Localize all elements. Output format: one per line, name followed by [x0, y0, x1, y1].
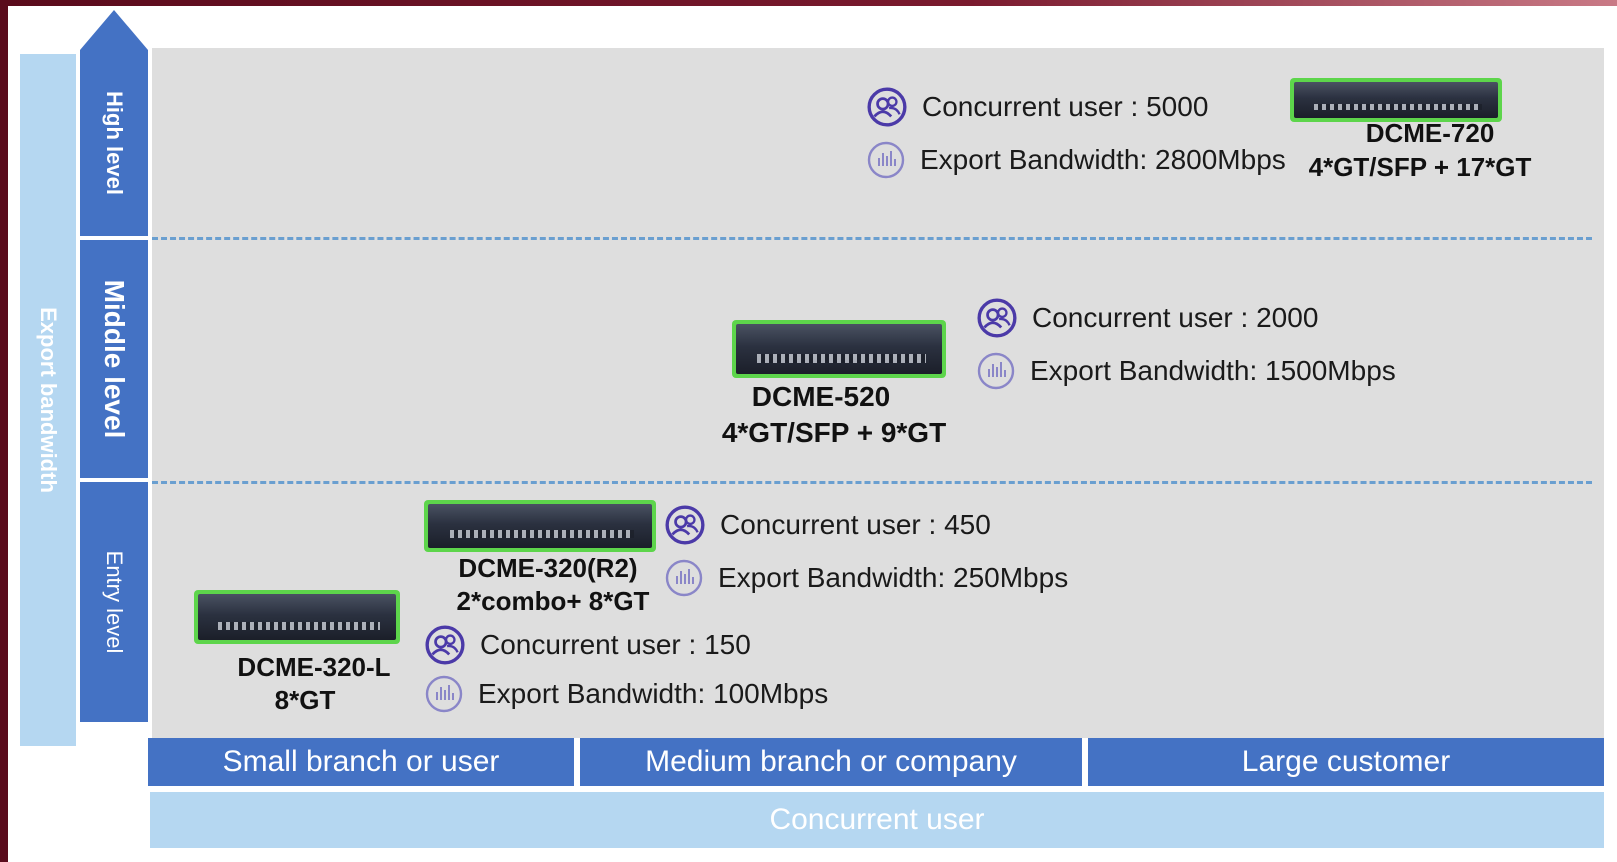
dcme720-bandwidth: Export Bandwidth: 2800Mbps — [866, 140, 1286, 180]
dcme520-users: Concurrent user : 2000 — [976, 297, 1318, 339]
bandwidth-icon — [867, 141, 905, 179]
category-large-customer: Large customer — [1088, 738, 1604, 786]
dcme320l-device-image — [194, 590, 400, 644]
dcme520-bandwidth-text: Export Bandwidth: 1500Mbps — [1030, 355, 1396, 386]
dcme320l-users-text: Concurrent user : 150 — [480, 629, 751, 660]
dcme520-device-image — [732, 320, 946, 378]
dcme520-name: DCME-520 — [751, 381, 891, 412]
users-icon — [425, 625, 465, 665]
users-icon — [665, 505, 705, 545]
bandwidth-icon — [665, 559, 703, 597]
frame-top-border — [0, 0, 1617, 6]
divider-high-middle — [152, 237, 1592, 240]
dcme320l-bandwidth: Export Bandwidth: 100Mbps — [424, 674, 828, 714]
dcme320r2-ports: 2*combo+ 8*GT — [456, 586, 650, 616]
dcme720-bandwidth-text: Export Bandwidth: 2800Mbps — [920, 144, 1286, 175]
users-icon — [977, 298, 1017, 338]
bandwidth-icon — [425, 675, 463, 713]
dcme320l-name: DCME-320-L — [237, 652, 391, 682]
dcme320r2-users: Concurrent user : 450 — [664, 504, 991, 546]
level-high: High level — [80, 50, 148, 236]
users-icon — [867, 87, 907, 127]
dcme320r2-name: DCME-320(R2) — [458, 553, 638, 583]
export-bandwidth-axis — [20, 54, 76, 746]
divider-middle-entry — [152, 481, 1592, 484]
dcme320l-bandwidth-text: Export Bandwidth: 100Mbps — [478, 678, 829, 709]
dcme320r2-bandwidth: Export Bandwidth: 250Mbps — [664, 558, 1068, 598]
bandwidth-icon — [977, 352, 1015, 390]
dcme720-device-image — [1290, 78, 1502, 122]
dcme720-ports: 4*GT/SFP + 17*GT — [1308, 152, 1532, 182]
level-entry: Entry level — [80, 482, 148, 722]
dcme520-bandwidth: Export Bandwidth: 1500Mbps — [976, 351, 1396, 391]
export-bandwidth-label: Export bandwidth — [36, 307, 61, 493]
level-entry-label: Entry level — [102, 550, 127, 654]
dcme520-ports: 4*GT/SFP + 9*GT — [721, 417, 947, 448]
dcme320l-users: Concurrent user : 150 — [424, 624, 751, 666]
dcme720-name: DCME-720 — [1365, 118, 1495, 148]
dcme720-users: Concurrent user : 5000 — [866, 86, 1208, 128]
level-high-label: High level — [102, 91, 127, 195]
dcme320r2-bandwidth-text: Export Bandwidth: 250Mbps — [718, 562, 1069, 593]
level-middle: Middle level — [80, 240, 148, 478]
frame-left-border — [0, 0, 8, 862]
concurrent-user-axis-label: Concurrent user — [150, 792, 1604, 848]
category-small-branch: Small branch or user — [148, 738, 574, 786]
dcme320r2-users-text: Concurrent user : 450 — [720, 509, 991, 540]
level-middle-label: Middle level — [99, 279, 130, 439]
dcme720-users-text: Concurrent user : 5000 — [922, 91, 1209, 122]
dcme320r2-device-image — [424, 500, 656, 552]
up-arrow-icon — [80, 10, 148, 50]
category-medium-branch: Medium branch or company — [580, 738, 1082, 786]
dcme520-users-text: Concurrent user : 2000 — [1032, 302, 1319, 333]
dcme320l-ports: 8*GT — [274, 685, 336, 715]
